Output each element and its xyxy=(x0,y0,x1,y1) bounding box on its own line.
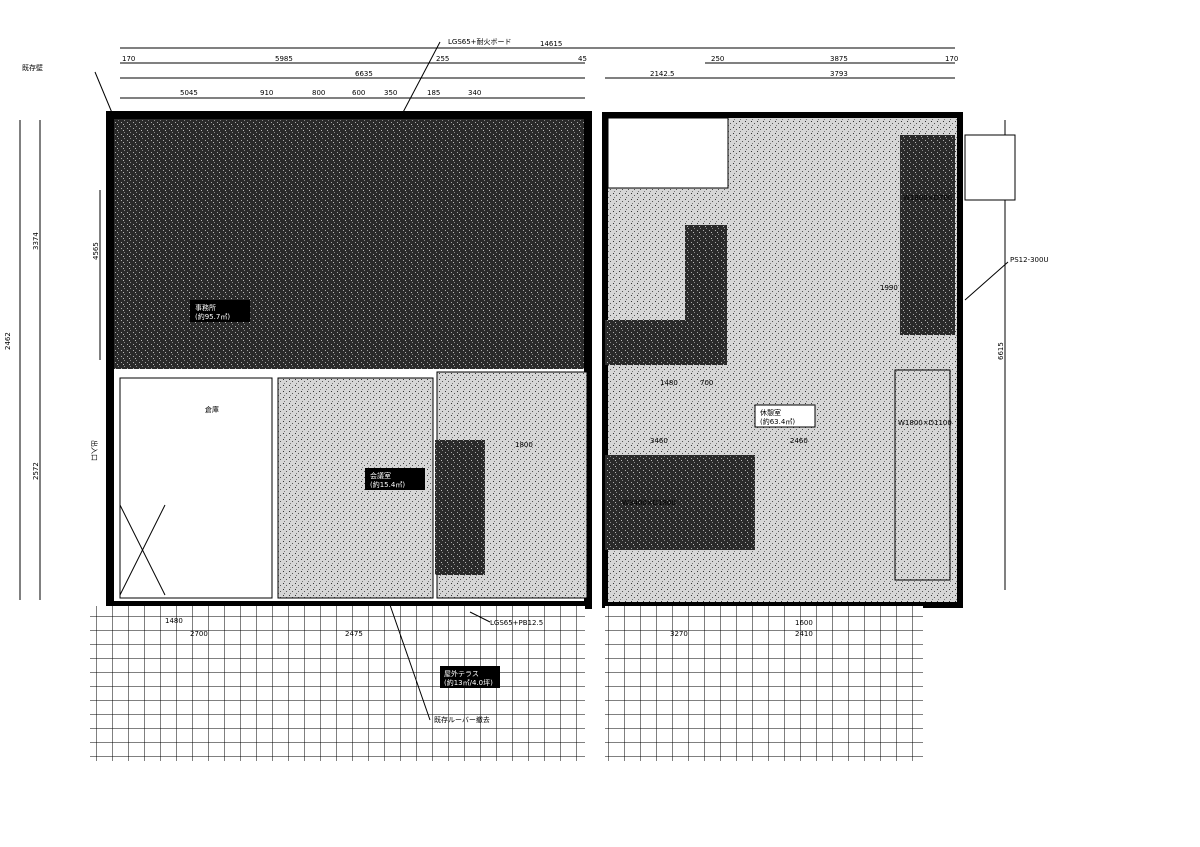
dim: 185 xyxy=(427,89,440,97)
cabinet-label: W1800×D700 xyxy=(903,194,952,202)
room-meeting-name: 会議室 xyxy=(370,471,391,480)
dim-bottom: 1480 xyxy=(165,617,183,625)
dim: 5985 xyxy=(275,55,293,63)
cabinet xyxy=(435,440,485,575)
dim: 255 xyxy=(436,55,449,63)
callout-louver: 既存ルーバー撤去 xyxy=(434,715,490,724)
room-storage: 倉庫 xyxy=(205,405,219,414)
dim: 45 xyxy=(578,55,587,63)
room-terrace-area: (約13㎡/4.0坪) xyxy=(444,678,493,687)
dim-interior: 700 xyxy=(700,379,713,387)
room-lounge-name: 休憩室 xyxy=(760,408,781,417)
callout-partition: LGS65+PB12.5 xyxy=(490,619,543,627)
storage-area xyxy=(119,377,273,599)
table-label: W3400×D1800 xyxy=(622,499,676,507)
cabinet-label: W1800×D1100 xyxy=(898,419,952,427)
callout-ps: PS12-300U xyxy=(1010,256,1049,264)
dim-bottom: 1600 xyxy=(795,619,813,627)
dim-side: 6615 xyxy=(997,342,1005,360)
dim-interior: 3460 xyxy=(650,437,668,445)
dim: 170 xyxy=(945,55,958,63)
dim-overall: 14615 xyxy=(540,40,562,48)
dim-interior: 1800 xyxy=(515,441,533,449)
dim: 5045 xyxy=(180,89,198,97)
entrance-label: 出入口 xyxy=(90,440,99,461)
callout-existing-wall: 既存壁 xyxy=(22,63,43,72)
dim: 910 xyxy=(260,89,273,97)
dim: 3793 xyxy=(830,70,848,78)
dim-interior: 1480 xyxy=(660,379,678,387)
dim-bottom: 3270 xyxy=(670,630,688,638)
dim: 170 xyxy=(122,55,135,63)
callout-lgs: LGS65+耐火ボード xyxy=(448,37,512,46)
dim: 6635 xyxy=(355,70,373,78)
dim: 600 xyxy=(352,89,365,97)
dim: 350 xyxy=(384,89,397,97)
dim: 2142.5 xyxy=(650,70,675,78)
dim-interior: 1990 xyxy=(880,284,898,292)
room-meeting-area: (約15.4㎡) xyxy=(370,480,405,489)
room-office-name: 事務所 xyxy=(195,303,216,312)
dim-side: 2462 xyxy=(4,332,12,350)
dim-interior: 2460 xyxy=(790,437,808,445)
dim: 800 xyxy=(312,89,325,97)
dim: 3875 xyxy=(830,55,848,63)
dim-bottom: 2475 xyxy=(345,630,363,638)
dim-side: 2572 xyxy=(32,462,40,480)
terrace-right xyxy=(605,606,923,761)
room-terrace-name: 屋外テラス xyxy=(444,669,479,678)
dim-side: 3374 xyxy=(32,232,40,250)
room-office-area: (約95.7㎡) xyxy=(195,312,230,321)
right-building xyxy=(602,112,1016,608)
dim-bottom: 2700 xyxy=(190,630,208,638)
dim-bottom: 2410 xyxy=(795,630,813,638)
dim: 340 xyxy=(468,89,481,97)
terrace-left xyxy=(90,606,585,761)
office-area xyxy=(114,119,584,369)
dim: 250 xyxy=(711,55,724,63)
room-lounge-area: (約63.4㎡) xyxy=(760,417,795,426)
left-building xyxy=(106,111,592,609)
dim-side: 4565 xyxy=(92,242,100,260)
